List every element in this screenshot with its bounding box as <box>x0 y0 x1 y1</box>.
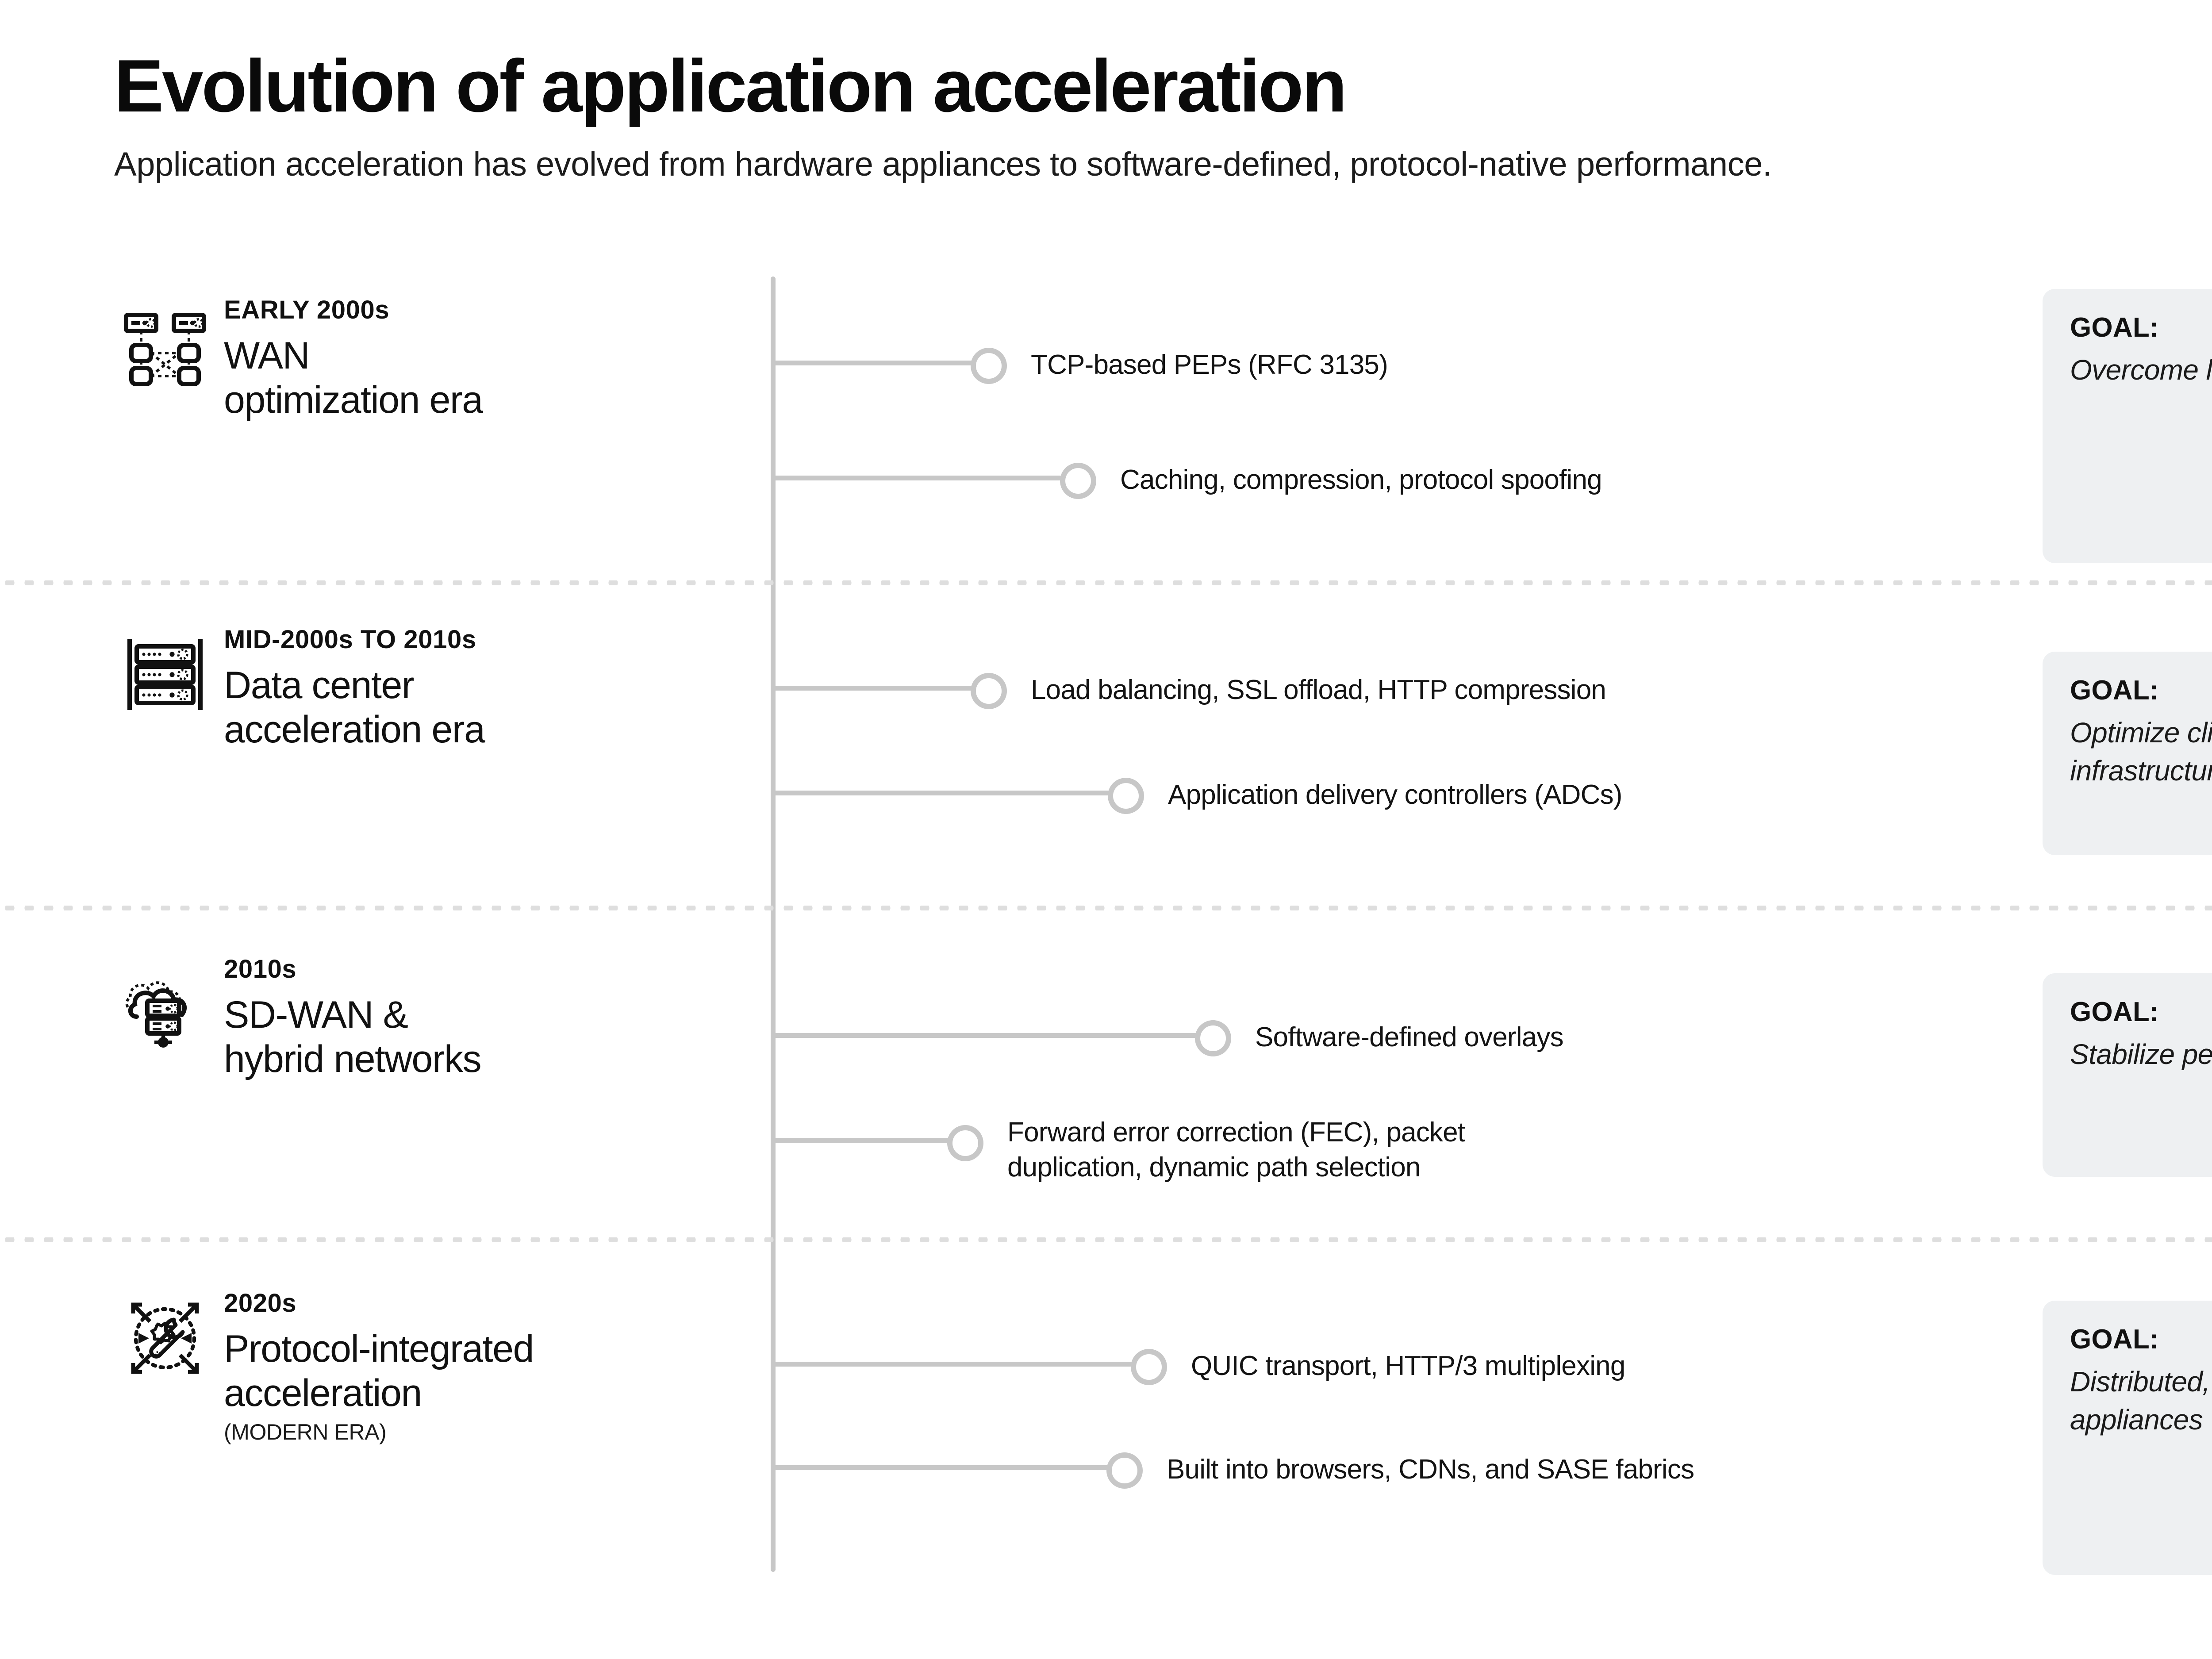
milestone-label: Built into browsers, CDNs, and SASE fabr… <box>1167 1454 1694 1485</box>
page-subtitle: Application acceleration has evolved fro… <box>114 146 1772 183</box>
goal-label: GOAL: <box>2070 312 2159 343</box>
goal-card: GOAL: Optimize client–server performance… <box>2043 652 2212 855</box>
milestone-node <box>971 673 1007 709</box>
server-rack-icon <box>114 624 216 726</box>
milestone-node <box>1106 1452 1143 1489</box>
milestone-node <box>1108 778 1144 814</box>
era-kicker: EARLY 2000s <box>224 296 390 324</box>
milestone-connector <box>771 1465 1109 1470</box>
milestone-label: Caching, compression, protocol spoofing <box>1120 465 1602 495</box>
wan-network-icon <box>114 294 216 396</box>
era-kicker: 2010s <box>224 955 297 983</box>
era-name: Data center acceleration era <box>224 664 485 751</box>
goal-label: GOAL: <box>2070 1324 2159 1355</box>
era-note: (MODERN ERA) <box>224 1420 387 1445</box>
page-title: Evolution of application acceleration <box>114 44 1347 127</box>
row-separator <box>0 1237 2212 1242</box>
era-block: MID-2000s TO 2010s Data center accelerat… <box>114 624 733 752</box>
era-name: SD-WAN & hybrid networks <box>224 993 482 1080</box>
era-row-early-2000s: EARLY 2000s WAN optimization era TCP-bas… <box>0 276 2212 582</box>
header: Evolution of application acceleration Ap… <box>114 49 2212 185</box>
era-row-2010s: 2010s SD-WAN & hybrid networks Software-… <box>0 907 2212 1239</box>
goal-label: GOAL: <box>2070 675 2159 706</box>
milestone-connector <box>771 361 973 365</box>
cloud-servers-icon <box>114 953 216 1055</box>
milestone-node <box>971 348 1007 384</box>
era-kicker: 2020s <box>224 1289 297 1317</box>
milestone-label: TCP-based PEPs (RFC 3135) <box>1031 349 1388 380</box>
milestone-node <box>1131 1349 1167 1385</box>
goal-card: GOAL: Stabilize performance over broadba… <box>2043 973 2212 1177</box>
era-name: Protocol-integrated acceleration <box>224 1327 534 1414</box>
milestone-label: Forward error correction (FEC), packet d… <box>1007 1117 1465 1183</box>
milestone-connector <box>771 1362 1133 1367</box>
wrench-gear-expand-icon <box>114 1287 216 1389</box>
milestone-label: QUIC transport, HTTP/3 multiplexing <box>1191 1351 1625 1381</box>
goal-text: Distributed, protocol-native acceleratio… <box>2070 1366 2212 1436</box>
milestone-connector <box>771 476 1063 480</box>
milestone-node <box>947 1125 983 1161</box>
era-name: WAN optimization era <box>224 334 483 421</box>
era-row-2020s: 2020s Protocol-integrated acceleration (… <box>0 1239 2212 1575</box>
goal-text: Overcome long-distance latency <box>2070 354 2212 386</box>
milestone-connector <box>771 791 1110 795</box>
timeline-axis <box>771 276 776 1572</box>
milestone-node <box>1060 463 1096 499</box>
milestone-label: Application delivery controllers (ADCs) <box>1168 780 1622 810</box>
era-kicker: MID-2000s TO 2010s <box>224 625 476 654</box>
era-row-mid-2000s: MID-2000s TO 2010s Data center accelerat… <box>0 582 2212 907</box>
goal-card: GOAL: Overcome long-distance latency <box>2043 289 2212 563</box>
era-block: EARLY 2000s WAN optimization era <box>114 294 733 422</box>
milestone-connector <box>771 1138 950 1143</box>
row-separator <box>0 906 2212 910</box>
goal-label: GOAL: <box>2070 997 2159 1027</box>
goal-text: Optimize client–server performance insid… <box>2070 717 2212 787</box>
row-separator <box>0 580 2212 585</box>
era-block: 2020s Protocol-integrated acceleration (… <box>114 1287 733 1445</box>
goal-card: GOAL: Distributed, protocol-native accel… <box>2043 1301 2212 1575</box>
goal-text: Stabilize performance over broadband & m… <box>2070 1038 2212 1070</box>
milestone-connector <box>771 686 973 691</box>
milestone-connector <box>771 1033 1198 1038</box>
milestone-label: Software-defined overlays <box>1255 1022 1564 1052</box>
milestone-label: Load balancing, SSL offload, HTTP compre… <box>1031 675 1606 705</box>
era-block: 2010s SD-WAN & hybrid networks <box>114 953 733 1081</box>
milestone-node <box>1195 1020 1231 1056</box>
